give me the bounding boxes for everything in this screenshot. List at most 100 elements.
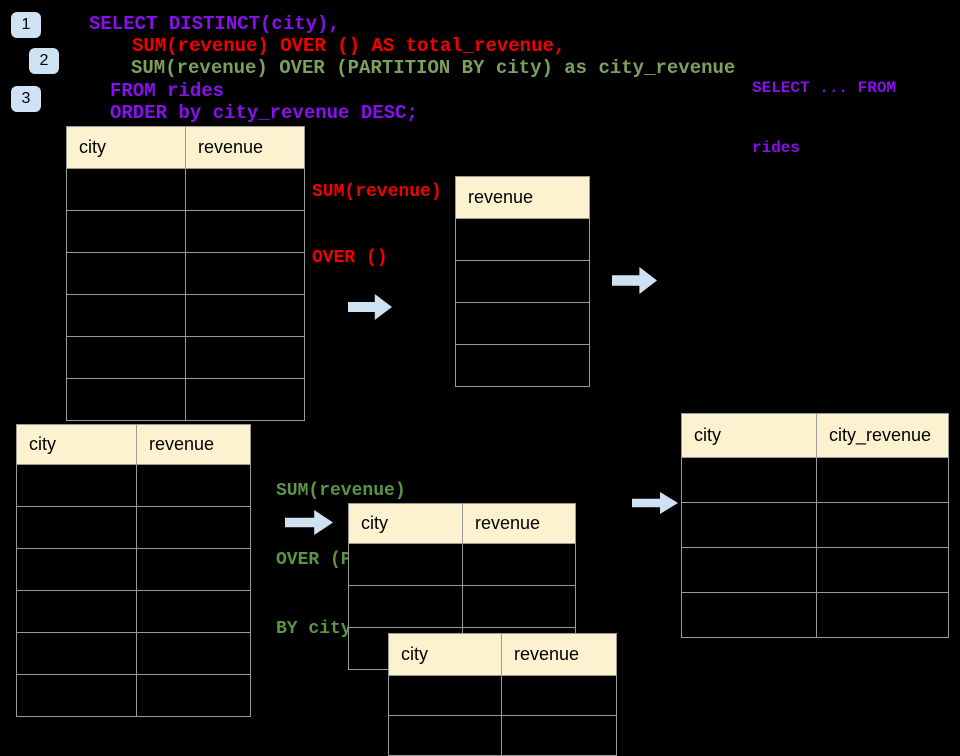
column-header-city-revenue: city_revenue <box>816 413 949 458</box>
step-badge-1: 1 <box>11 12 41 38</box>
column-header-revenue: revenue <box>462 503 576 544</box>
empty-cell <box>681 502 817 548</box>
empty-cell <box>136 674 251 717</box>
step-badge-2: 2 <box>29 48 59 74</box>
empty-cell <box>136 548 251 591</box>
table-row <box>16 590 251 633</box>
empty-cell <box>462 585 576 628</box>
empty-cell <box>816 457 949 503</box>
column-header-revenue: revenue <box>501 633 617 676</box>
step-badge-3: 3 <box>11 86 41 112</box>
table-row <box>681 547 949 593</box>
empty-cell <box>816 592 949 638</box>
table-partition-first: city revenue <box>348 503 576 670</box>
table-row <box>455 260 590 303</box>
table-row <box>66 336 305 379</box>
sql-line-city-revenue: SUM(revenue) OVER (PARTITION BY city) as… <box>131 57 736 79</box>
empty-cell <box>816 502 949 548</box>
table-row <box>388 675 617 716</box>
empty-cell <box>16 674 137 717</box>
sql-line-from: FROM rides <box>110 80 225 102</box>
empty-cell <box>185 252 305 295</box>
table-row <box>66 168 305 211</box>
annotation-line: SUM(revenue) <box>312 182 442 202</box>
column-header-city: city <box>348 503 463 544</box>
empty-cell <box>816 547 949 593</box>
empty-cell <box>16 464 137 507</box>
sql-line-total-revenue: SUM(revenue) OVER () AS total_revenue, <box>132 35 566 57</box>
empty-cell <box>16 548 137 591</box>
arrow-right-icon <box>632 492 678 514</box>
table-partition-second: city revenue <box>388 633 617 756</box>
empty-cell <box>185 336 305 379</box>
column-header-city: city <box>66 126 186 169</box>
empty-cell <box>66 294 186 337</box>
table-source-bottom: city revenue <box>16 424 251 717</box>
empty-cell <box>136 506 251 549</box>
table-row <box>16 548 251 591</box>
table-city-revenue-result: city city_revenue <box>681 413 949 638</box>
empty-cell <box>66 378 186 421</box>
annotation-line: SUM(revenue) <box>276 481 406 501</box>
table-header-row: city revenue <box>16 424 251 465</box>
annotation-line: OVER () <box>312 248 388 268</box>
empty-cell <box>455 302 590 345</box>
empty-cell <box>501 675 617 716</box>
table-row <box>348 543 576 586</box>
empty-cell <box>185 210 305 253</box>
table-row <box>66 210 305 253</box>
table-row <box>66 378 305 421</box>
empty-cell <box>348 543 463 586</box>
table-row <box>16 506 251 549</box>
arrow-right-icon <box>348 294 392 320</box>
table-header-row: revenue <box>455 176 590 219</box>
table-row <box>681 457 949 503</box>
sql-line-order-by: ORDER by city_revenue DESC; <box>110 102 418 124</box>
table-header-row: city revenue <box>348 503 576 544</box>
empty-cell <box>501 715 617 756</box>
table-row <box>16 464 251 507</box>
side-note-line: rides <box>752 139 801 157</box>
table-total-revenue-result: revenue <box>455 176 590 387</box>
empty-cell <box>455 344 590 387</box>
arrow-right-icon <box>285 510 333 535</box>
table-header-row: city revenue <box>66 126 305 169</box>
table-row <box>455 218 590 261</box>
annotation-sum-over-total: SUM(revenue) OVER () <box>312 137 442 291</box>
empty-cell <box>66 168 186 211</box>
table-row <box>16 632 251 675</box>
side-note-select-from: SELECT ... FROM rides <box>752 38 896 178</box>
empty-cell <box>136 464 251 507</box>
empty-cell <box>136 590 251 633</box>
side-note-line: SELECT ... FROM <box>752 79 897 97</box>
empty-cell <box>185 168 305 211</box>
empty-cell <box>455 218 590 261</box>
empty-cell <box>348 585 463 628</box>
table-header-row: city city_revenue <box>681 413 949 458</box>
empty-cell <box>681 592 817 638</box>
sql-line-select: SELECT DISTINCT(city), <box>89 13 340 35</box>
table-source-top: city revenue <box>66 126 305 421</box>
table-row <box>455 302 590 345</box>
column-header-city: city <box>16 424 137 465</box>
empty-cell <box>66 336 186 379</box>
empty-cell <box>16 590 137 633</box>
empty-cell <box>681 547 817 593</box>
table-row <box>16 674 251 717</box>
table-row <box>348 585 576 628</box>
empty-cell <box>681 457 817 503</box>
empty-cell <box>16 632 137 675</box>
table-row <box>455 344 590 387</box>
column-header-revenue: revenue <box>455 176 590 219</box>
empty-cell <box>66 210 186 253</box>
column-header-city: city <box>681 413 817 458</box>
empty-cell <box>185 378 305 421</box>
table-header-row: city revenue <box>388 633 617 676</box>
column-header-revenue: revenue <box>136 424 251 465</box>
table-row <box>66 294 305 337</box>
empty-cell <box>16 506 137 549</box>
table-row <box>66 252 305 295</box>
empty-cell <box>388 715 502 756</box>
empty-cell <box>136 632 251 675</box>
empty-cell <box>185 294 305 337</box>
